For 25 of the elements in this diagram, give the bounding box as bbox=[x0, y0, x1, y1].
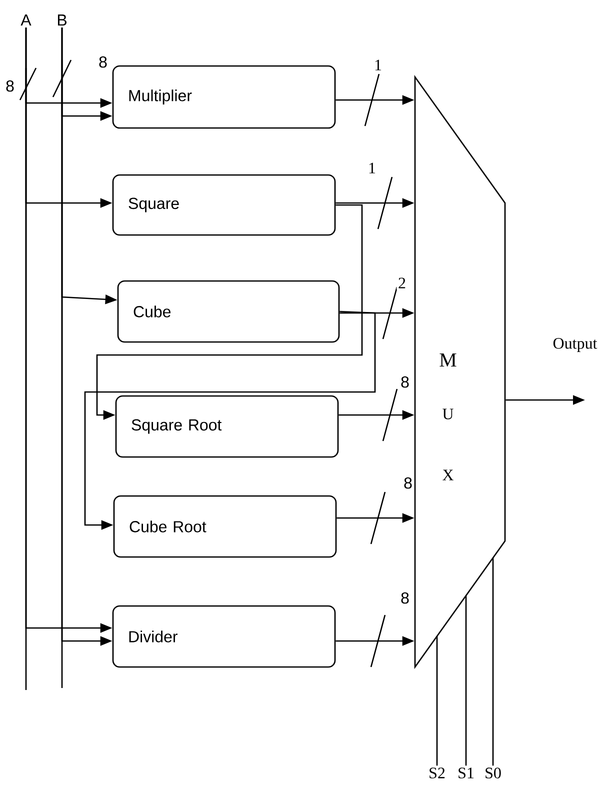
process-box: Square bbox=[112, 174, 336, 236]
arrow bbox=[84, 310, 376, 530]
select-label: S0 bbox=[486, 768, 501, 778]
mux-letter: X bbox=[442, 470, 454, 480]
edge-label: 1 bbox=[372, 58, 384, 72]
process-box: Cube bbox=[117, 280, 340, 343]
edge-label: 8 bbox=[402, 476, 414, 490]
mux-letter: U bbox=[442, 408, 454, 420]
mux-letter: M bbox=[440, 353, 456, 367]
edge-label: Output bbox=[551, 336, 599, 354]
bus-label: A bbox=[20, 14, 32, 26]
bus-label: B bbox=[58, 14, 66, 26]
select-label: S1 bbox=[458, 768, 474, 778]
bus-width-label: 8 bbox=[6, 80, 14, 92]
process-box: Multiplier bbox=[112, 65, 336, 129]
process-box: Square Root bbox=[115, 395, 339, 458]
edge-label: 1 bbox=[366, 161, 378, 175]
process-box: Divider bbox=[112, 605, 336, 668]
process-box: Cube Root bbox=[113, 495, 337, 558]
edge-label: 8 bbox=[399, 591, 411, 605]
bus-width-label: 8 bbox=[99, 56, 107, 68]
arrow bbox=[96, 204, 363, 420]
select-label: S2 bbox=[430, 768, 445, 778]
edge-label: 2 bbox=[396, 276, 408, 290]
edge-label: 8 bbox=[399, 375, 411, 389]
